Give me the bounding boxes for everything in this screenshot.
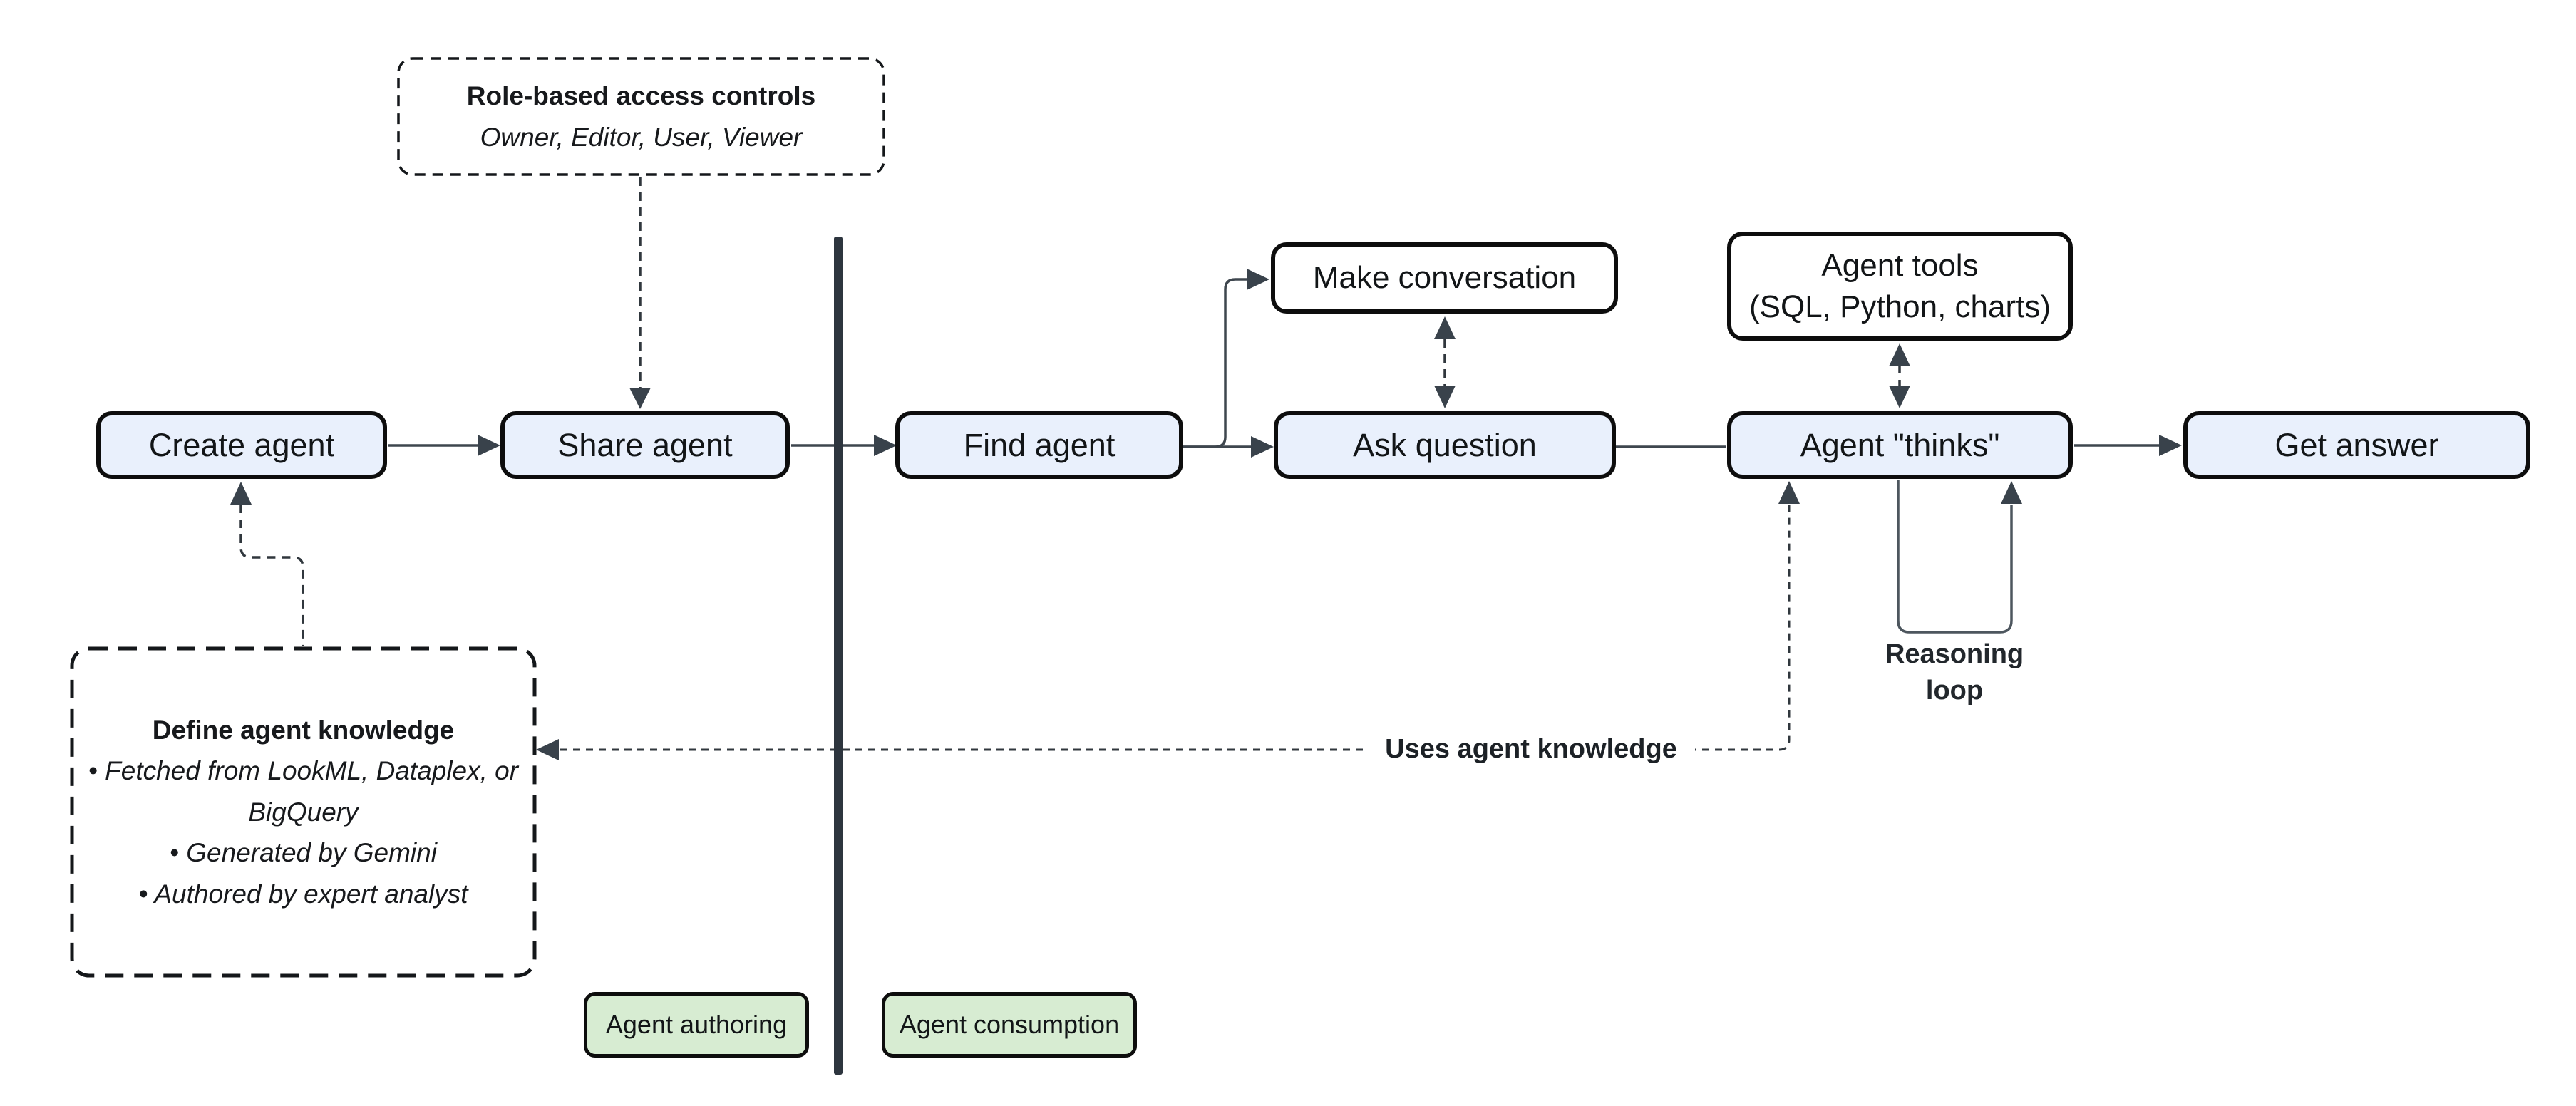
node-share-agent-label: Share agent — [557, 426, 733, 463]
node-agent-thinks-label: Agent "thinks" — [1800, 426, 2000, 463]
access-controls-title: Role-based access controls — [466, 81, 816, 111]
note-borders — [70, 57, 885, 978]
reasoning-loop-label: Reasoning loop — [1840, 636, 2068, 710]
arrow-down-into-think — [1889, 386, 1910, 408]
arrow-up-into-tools — [1889, 343, 1910, 366]
arrow-up-into-conversation — [1434, 316, 1456, 339]
arrow-down-into-share — [629, 388, 651, 409]
arrow-into-find — [874, 435, 897, 456]
uses-agent-knowledge-label: Uses agent knowledge — [1367, 728, 1695, 770]
lane-tag-agent-consumption-label: Agent consumption — [899, 1010, 1120, 1039]
node-ask-question: Ask question — [1274, 411, 1616, 479]
node-find-agent-label: Find agent — [963, 426, 1116, 463]
arrow-into-conversation — [1247, 269, 1269, 290]
arrow-up-into-create — [230, 482, 252, 505]
node-make-conversation: Make conversation — [1271, 242, 1618, 314]
edge-reasoning-loop — [1897, 480, 2013, 634]
node-share-agent: Share agent — [500, 411, 790, 479]
knowledge-bullet-analyst: Authored by expert analyst — [86, 874, 521, 914]
node-ask-question-label: Ask question — [1353, 426, 1537, 463]
node-create-agent: Create agent — [96, 411, 387, 479]
arrow-into-ask — [1251, 436, 1274, 458]
access-controls-roles: Owner, Editor, User, Viewer — [480, 122, 803, 152]
knowledge-bullet-gemini: Generated by Gemini — [86, 832, 521, 873]
arrow-into-answer — [2159, 435, 2182, 456]
lane-divider — [834, 237, 843, 1075]
knowledge-note-border — [70, 646, 537, 978]
node-get-answer-label: Get answer — [2274, 426, 2439, 463]
agent-tools-line2: (SQL, Python, charts) — [1748, 289, 2051, 324]
reasoning-loop-line2: loop — [1925, 676, 1984, 706]
solid-connectors — [388, 278, 2162, 634]
node-create-agent-label: Create agent — [148, 426, 335, 463]
arrow-into-share — [478, 435, 500, 456]
access-note-border — [397, 57, 885, 176]
node-make-conversation-label: Make conversation — [1312, 260, 1577, 295]
lane-tag-agent-consumption: Agent consumption — [882, 992, 1137, 1058]
arrow-loop-into-think — [2001, 481, 2022, 504]
node-agent-tools-label: Agent tools (SQL, Python, charts) — [1749, 245, 2051, 326]
arrow-left-into-knowledge — [536, 739, 559, 760]
lane-tag-agent-authoring: Agent authoring — [584, 992, 809, 1058]
node-agent-thinks: Agent "thinks" — [1727, 411, 2073, 479]
knowledge-bullet-sources: Fetched from LookML, Dataplex, or BigQue… — [86, 750, 521, 832]
arrow-uses-into-think — [1778, 481, 1800, 504]
edge-find-to-conversation — [1183, 278, 1248, 448]
node-find-agent: Find agent — [895, 411, 1183, 479]
dashed-connectors — [239, 177, 1901, 751]
knowledge-note: Define agent knowledge Fetched from Look… — [72, 648, 535, 976]
arrowheads — [230, 269, 2182, 760]
edge-knowledge-to-create — [239, 505, 304, 646]
reasoning-loop-line1: Reasoning — [1885, 639, 2024, 669]
edge-uses-knowledge — [560, 505, 1791, 751]
arrow-down-into-ask — [1434, 386, 1456, 408]
agent-tools-line1: Agent tools — [1821, 248, 1979, 284]
knowledge-note-bullets: Fetched from LookML, Dataplex, or BigQue… — [86, 750, 521, 914]
knowledge-note-title: Define agent knowledge — [152, 715, 455, 745]
access-controls-note: Role-based access controls Owner, Editor… — [398, 58, 884, 175]
node-agent-tools: Agent tools (SQL, Python, charts) — [1727, 232, 2073, 341]
lane-tag-agent-authoring-label: Agent authoring — [605, 1010, 788, 1039]
node-get-answer: Get answer — [2183, 411, 2530, 479]
